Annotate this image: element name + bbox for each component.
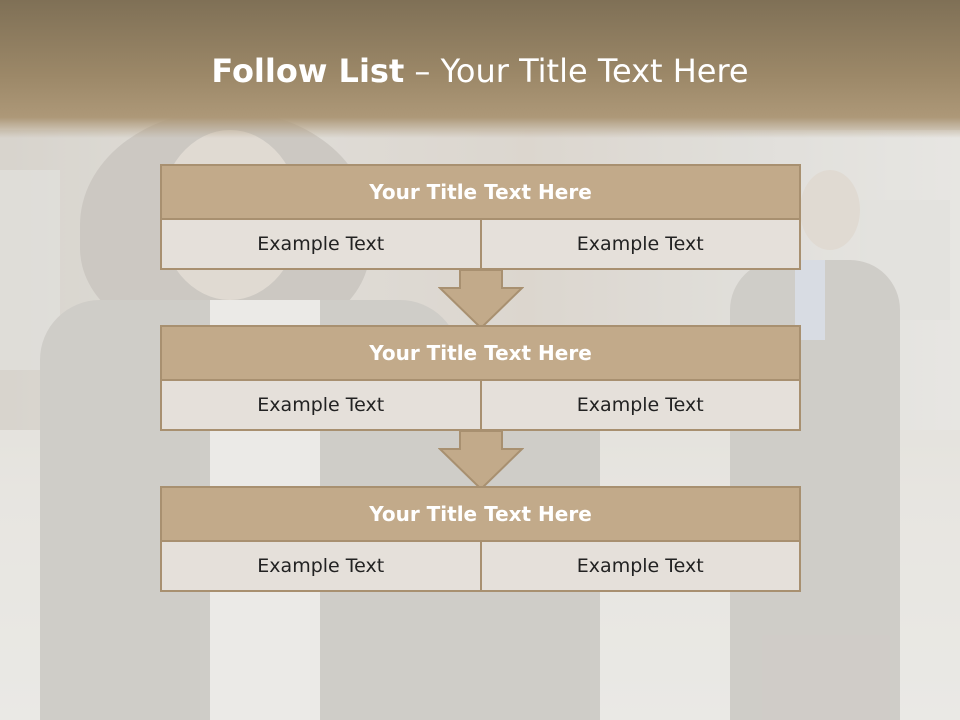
block-cell-left: Example Text (160, 542, 482, 592)
slide-title: Follow List – Your Title Text Here (0, 52, 960, 90)
list-block-3: Your Title Text Here Example Text Exampl… (160, 486, 801, 592)
block-cell-left: Example Text (160, 220, 482, 270)
list-block-1: Your Title Text Here Example Text Exampl… (160, 164, 801, 270)
block-cell-left: Example Text (160, 381, 482, 431)
block-cell-right: Example Text (479, 381, 801, 431)
slide-title-rest: – Your Title Text Here (404, 52, 749, 90)
man-right-face (800, 170, 860, 250)
block-title: Your Title Text Here (160, 486, 801, 542)
block-title: Your Title Text Here (160, 325, 801, 381)
block-cell-right: Example Text (479, 220, 801, 270)
down-arrow-icon (438, 270, 524, 330)
block-title: Your Title Text Here (160, 164, 801, 220)
block-row: Example Text Example Text (160, 220, 801, 270)
block-row: Example Text Example Text (160, 381, 801, 431)
list-block-2: Your Title Text Here Example Text Exampl… (160, 325, 801, 431)
block-cell-right: Example Text (479, 542, 801, 592)
title-bar (0, 0, 960, 138)
slide-title-bold: Follow List (211, 52, 405, 90)
block-row: Example Text Example Text (160, 542, 801, 592)
down-arrow-icon (438, 431, 524, 491)
